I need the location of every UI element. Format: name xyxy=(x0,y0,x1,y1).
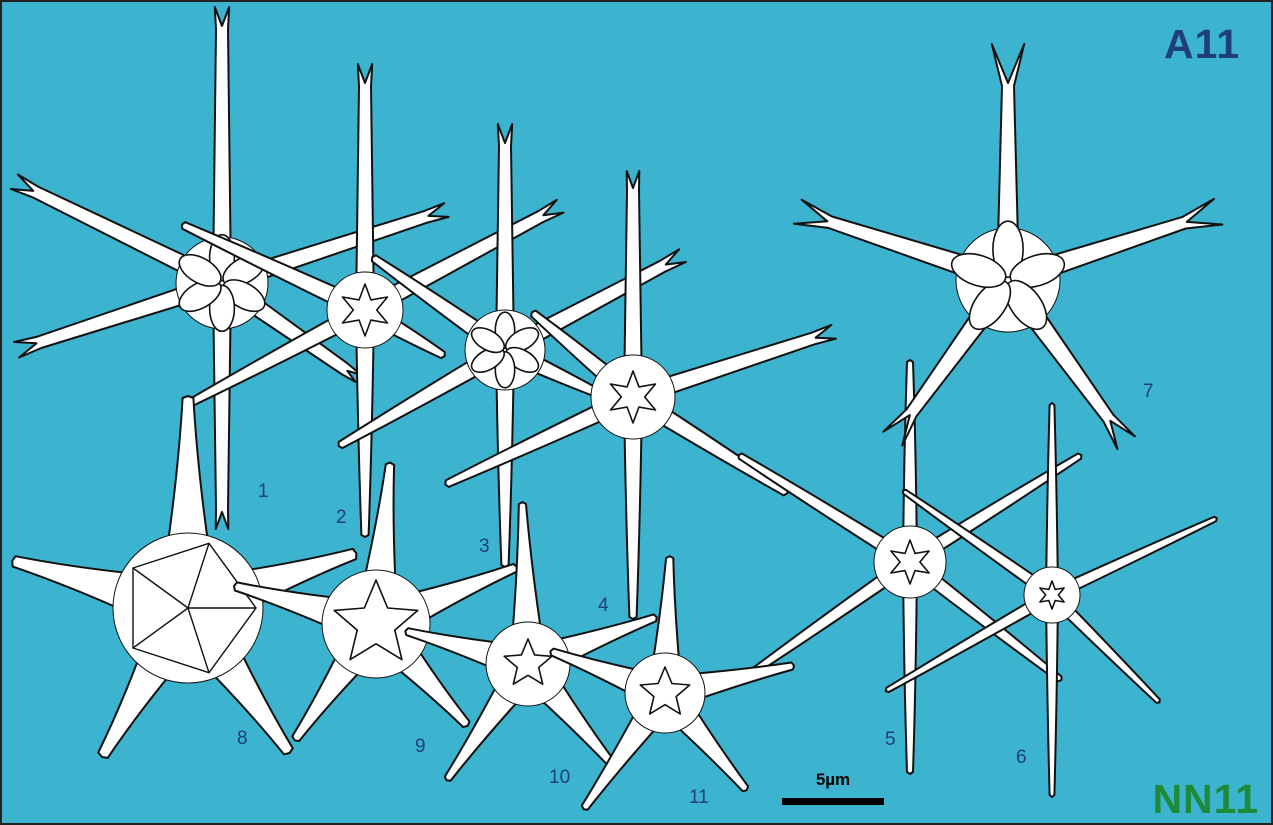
specimen-number-8: 8 xyxy=(237,728,248,749)
specimen-number-1: 1 xyxy=(258,481,269,502)
zone-label-nn11: NN11 xyxy=(1152,776,1259,822)
zone-label-a11: A11 xyxy=(1164,21,1240,67)
scale-bar xyxy=(782,798,884,805)
specimen-number-9: 9 xyxy=(415,736,426,757)
scale-bar-label: 5µm xyxy=(816,770,850,789)
specimen-number-11: 11 xyxy=(689,787,709,808)
specimen-number-4: 4 xyxy=(598,595,609,616)
specimen-number-2: 2 xyxy=(336,507,347,528)
specimen-number-7: 7 xyxy=(1143,381,1154,402)
specimen-number-5: 5 xyxy=(885,729,896,750)
specimen-number-10: 10 xyxy=(549,767,570,788)
specimen-number-3: 3 xyxy=(479,536,490,557)
specimen-number-6: 6 xyxy=(1016,747,1027,768)
